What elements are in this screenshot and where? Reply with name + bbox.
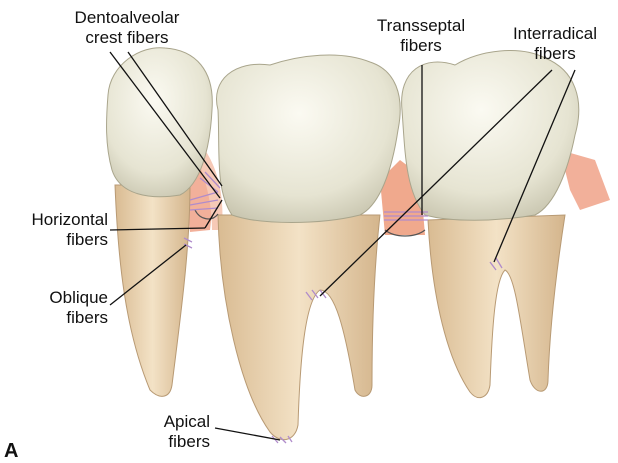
label-oblique-line2: fibers xyxy=(0,308,108,328)
label-horizontal-line1: Horizontal xyxy=(0,210,108,230)
middle-molar xyxy=(217,55,401,440)
panel-letter: A xyxy=(4,440,18,463)
label-apical-line1: Apical xyxy=(100,412,210,432)
label-oblique: Oblique fibers xyxy=(0,288,108,328)
label-horizontal: Horizontal fibers xyxy=(0,210,108,250)
label-dentoalveolar-line2: crest fibers xyxy=(52,28,202,48)
label-transseptal: Transseptal fibers xyxy=(366,16,476,56)
label-apical-line2: fibers xyxy=(100,432,210,452)
label-dentoalveolar-line1: Dentoalveolar xyxy=(52,8,202,28)
label-transseptal-line1: Transseptal xyxy=(366,16,476,36)
label-dentoalveolar: Dentoalveolar crest fibers xyxy=(52,8,202,48)
label-interradical-line2: fibers xyxy=(500,44,610,64)
label-interradical: Interradical fibers xyxy=(500,24,610,64)
label-apical: Apical fibers xyxy=(100,412,210,452)
label-oblique-line1: Oblique xyxy=(0,288,108,308)
right-molar xyxy=(402,51,579,398)
label-transseptal-line2: fibers xyxy=(366,36,476,56)
label-horizontal-line2: fibers xyxy=(0,230,108,250)
label-interradical-line1: Interradical xyxy=(500,24,610,44)
